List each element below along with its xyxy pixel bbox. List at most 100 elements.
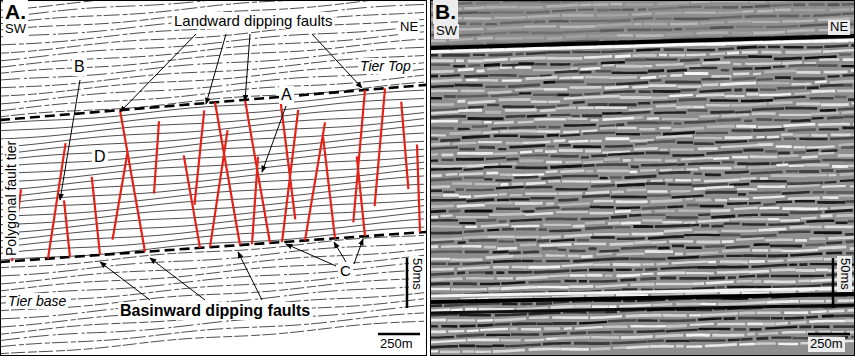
seismic-reflector — [790, 211, 822, 215]
seismic-reflector — [514, 254, 542, 257]
seismic-reflector — [753, 32, 785, 33]
seismic-reflector — [564, 235, 592, 236]
seismic-reflector — [774, 97, 806, 99]
seismic-reflector — [431, 263, 446, 265]
seismic-reflector — [465, 210, 493, 213]
seismic-reflector — [556, 188, 588, 191]
seismic-reflector — [587, 83, 615, 86]
seismic-reflector — [615, 226, 631, 228]
seismic-reflector — [755, 4, 771, 8]
leader-lines — [60, 34, 850, 334]
seismic-reflector — [486, 172, 498, 175]
seismic-reflector — [498, 240, 514, 242]
seismic-reflector — [785, 107, 817, 110]
seismic-reflector — [468, 64, 480, 67]
seismic-reflector — [648, 69, 664, 73]
seismic-reflector — [659, 75, 667, 78]
seismic-reflector — [570, 86, 602, 89]
seismic-reflector — [521, 302, 533, 305]
seismic-reflector — [659, 54, 667, 57]
seismic-reflector — [570, 67, 578, 70]
seismic-reflector — [675, 179, 691, 181]
seismic-reflector — [594, 263, 610, 266]
seismic-reflector — [431, 189, 442, 192]
seismic-reflector — [638, 102, 650, 105]
seismic-reflector — [751, 265, 787, 267]
seismic-reflector — [456, 158, 484, 161]
seismic-reflector — [837, 299, 849, 302]
seismic-reflector — [670, 22, 698, 25]
seismic-reflector — [771, 275, 799, 278]
seismic-reflector — [483, 131, 499, 134]
seismic-reflector — [456, 335, 484, 336]
seismic-reflector — [694, 187, 706, 190]
seismic-reflector — [734, 208, 758, 209]
seismic-reflector — [588, 331, 612, 334]
seismic-reflector — [783, 46, 803, 49]
seismic-reflector — [489, 74, 517, 77]
seismic-reflector — [733, 63, 741, 65]
seismic-reflector — [773, 65, 785, 68]
fault-line — [48, 143, 66, 259]
seismic-reflector — [795, 200, 815, 203]
seismic-reflector — [645, 250, 673, 253]
seismic-reflector — [738, 317, 770, 320]
seismic-reflector — [509, 145, 545, 147]
seismic-reflector — [764, 322, 776, 325]
seismic-reflector — [546, 170, 558, 173]
seismic-reflector — [681, 89, 697, 92]
seismic-reflector — [477, 37, 493, 40]
seismic-reflector — [640, 169, 656, 172]
seismic-reflector — [463, 263, 491, 264]
fault-line — [353, 90, 365, 222]
seismic-reflector — [431, 231, 462, 234]
seismic-reflector — [537, 286, 569, 289]
seismic-reflector — [466, 200, 494, 202]
seismic-reflector — [575, 305, 591, 308]
seismic-reflector — [488, 287, 500, 290]
seismic-reflector — [661, 267, 697, 269]
tier-boundary — [1, 232, 426, 262]
seismic-reflector — [829, 8, 849, 12]
seismic-reflector — [590, 206, 614, 209]
seismic-reflector — [684, 221, 696, 224]
seismic-reflector — [642, 263, 654, 266]
seismic-reflector — [431, 85, 454, 88]
seismic-reflector — [493, 250, 509, 253]
seismic-reflector — [537, 322, 553, 325]
seismic-reflector — [574, 243, 606, 246]
seismic-reflector — [560, 135, 580, 136]
seismic-reflector — [656, 283, 692, 286]
seismic-reflector — [835, 96, 847, 99]
seismic-reflector — [751, 180, 787, 183]
seismic-reflector — [457, 271, 465, 274]
seismic-reflector — [431, 294, 854, 302]
seismic-reflector — [800, 300, 824, 303]
seismic-reflector — [578, 9, 594, 11]
seismic-reflector — [458, 11, 478, 14]
seismic-panel — [431, 1, 854, 352]
seismic-reflector — [751, 172, 783, 174]
seismic-reflector — [715, 199, 727, 202]
seismic-reflector — [431, 245, 438, 248]
seismic-reflector — [446, 173, 458, 176]
seismic-reflector — [713, 157, 729, 160]
seismic-reflector — [806, 315, 818, 318]
seismic-reflector — [500, 22, 532, 24]
seismic-reflector — [441, 214, 453, 217]
seismic-reflector — [512, 173, 544, 176]
seismic-reflector — [771, 4, 791, 7]
seismic-reflector — [495, 37, 523, 40]
seismic-reflector — [650, 345, 674, 348]
seismic-reflector — [766, 25, 798, 28]
seismic-reflector — [431, 282, 450, 286]
seismic-reflector — [851, 44, 854, 47]
seismic-reflector — [761, 51, 781, 54]
seismic-reflector — [639, 128, 655, 131]
seismic-reflector — [585, 170, 593, 173]
seismic-reflector — [824, 181, 836, 184]
seismic-reflector — [658, 247, 670, 250]
seismic-reflector — [694, 231, 718, 234]
seismic-reflector — [842, 111, 854, 114]
seismic-reflector — [645, 58, 677, 60]
